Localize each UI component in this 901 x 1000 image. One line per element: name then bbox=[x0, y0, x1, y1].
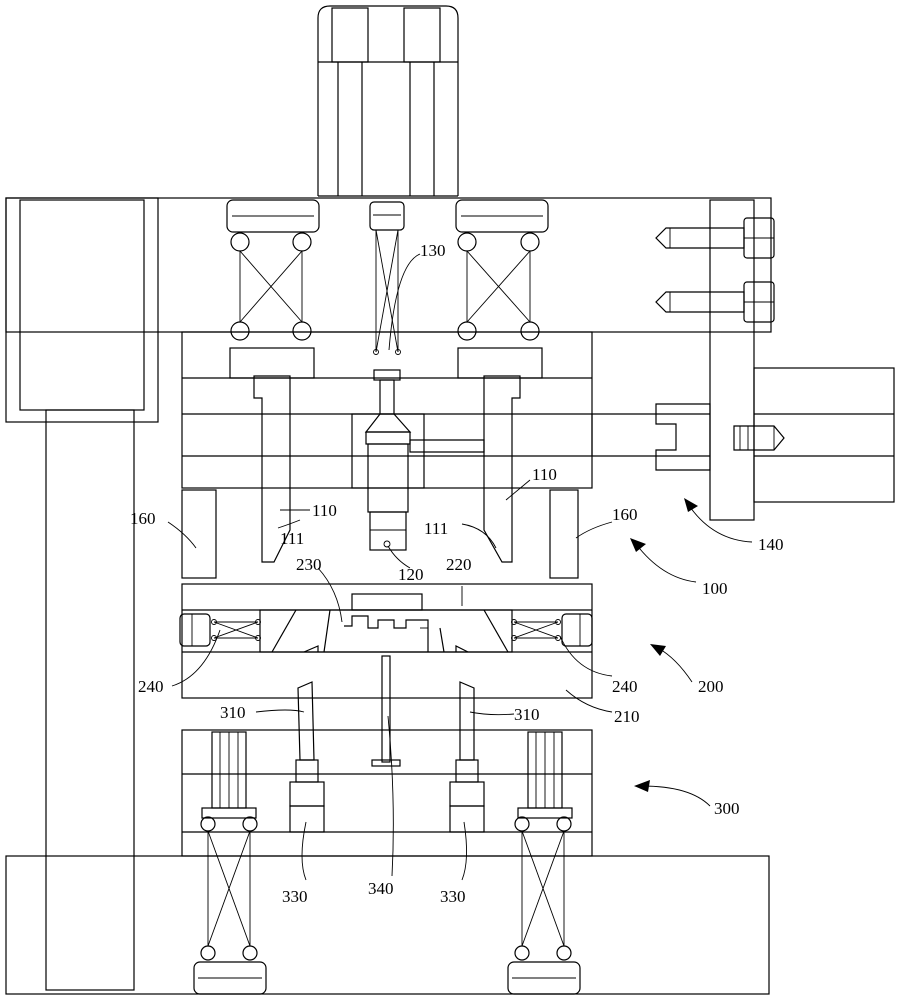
right-frame-140 bbox=[655, 199, 895, 521]
guide-post-right bbox=[517, 731, 573, 819]
label-111-left: 111 bbox=[280, 529, 304, 548]
block-160-left bbox=[181, 489, 217, 579]
base-plate bbox=[5, 855, 770, 995]
spring-assembly-bottom-left bbox=[193, 816, 267, 995]
label-100: 100 bbox=[702, 579, 728, 598]
spring-assembly-top-left bbox=[226, 199, 320, 341]
arrow-140 bbox=[684, 498, 753, 543]
arrow-300 bbox=[634, 780, 711, 807]
label-200: 200 bbox=[698, 677, 724, 696]
label-310-right: 310 bbox=[514, 705, 540, 724]
label-160-left: 160 bbox=[130, 509, 156, 528]
label-130: 130 bbox=[420, 241, 446, 260]
bolt-lower bbox=[655, 281, 775, 323]
label-310-left: 310 bbox=[220, 703, 246, 722]
label-110-right: 110 bbox=[532, 465, 557, 484]
label-240-right: 240 bbox=[612, 677, 638, 696]
label-330-right: 330 bbox=[440, 887, 466, 906]
top-cylinder bbox=[317, 5, 459, 197]
clamp-240-right bbox=[511, 613, 593, 647]
leader-lines bbox=[167, 253, 613, 881]
ejector-120 bbox=[351, 369, 425, 551]
label-120: 120 bbox=[398, 565, 424, 584]
spring-assembly-top-right bbox=[455, 199, 549, 341]
arrow-200 bbox=[650, 644, 693, 683]
label-220: 220 bbox=[446, 555, 472, 574]
spring-assembly-bottom-right bbox=[507, 816, 581, 995]
lower-mold-300 bbox=[181, 729, 593, 857]
bolt-upper bbox=[655, 217, 775, 259]
label-210: 210 bbox=[614, 707, 640, 726]
label-240-left: 240 bbox=[138, 677, 164, 696]
guide-post-left bbox=[201, 731, 257, 819]
pin-340 bbox=[371, 655, 401, 767]
label-330-left: 330 bbox=[282, 887, 308, 906]
clamp-240-left bbox=[179, 613, 261, 647]
left-column bbox=[5, 197, 159, 991]
slider-110-left bbox=[253, 375, 291, 563]
label-300: 300 bbox=[714, 799, 740, 818]
label-111-right: 111 bbox=[424, 519, 448, 538]
label-140: 140 bbox=[758, 535, 784, 554]
label-160-right: 160 bbox=[612, 505, 638, 524]
top-plate bbox=[5, 197, 772, 333]
arrow-100 bbox=[630, 538, 697, 583]
label-230: 230 bbox=[296, 555, 322, 574]
upper-mold-100 bbox=[181, 331, 710, 489]
holder-330-left bbox=[289, 759, 325, 833]
label-110-left: 110 bbox=[312, 501, 337, 520]
punch-310-left bbox=[297, 681, 315, 761]
block-160-right bbox=[549, 489, 579, 579]
punch-310-right bbox=[459, 681, 475, 761]
middle-mold-200 bbox=[181, 583, 593, 699]
holder-330-right bbox=[449, 759, 485, 833]
label-340: 340 bbox=[368, 879, 394, 898]
